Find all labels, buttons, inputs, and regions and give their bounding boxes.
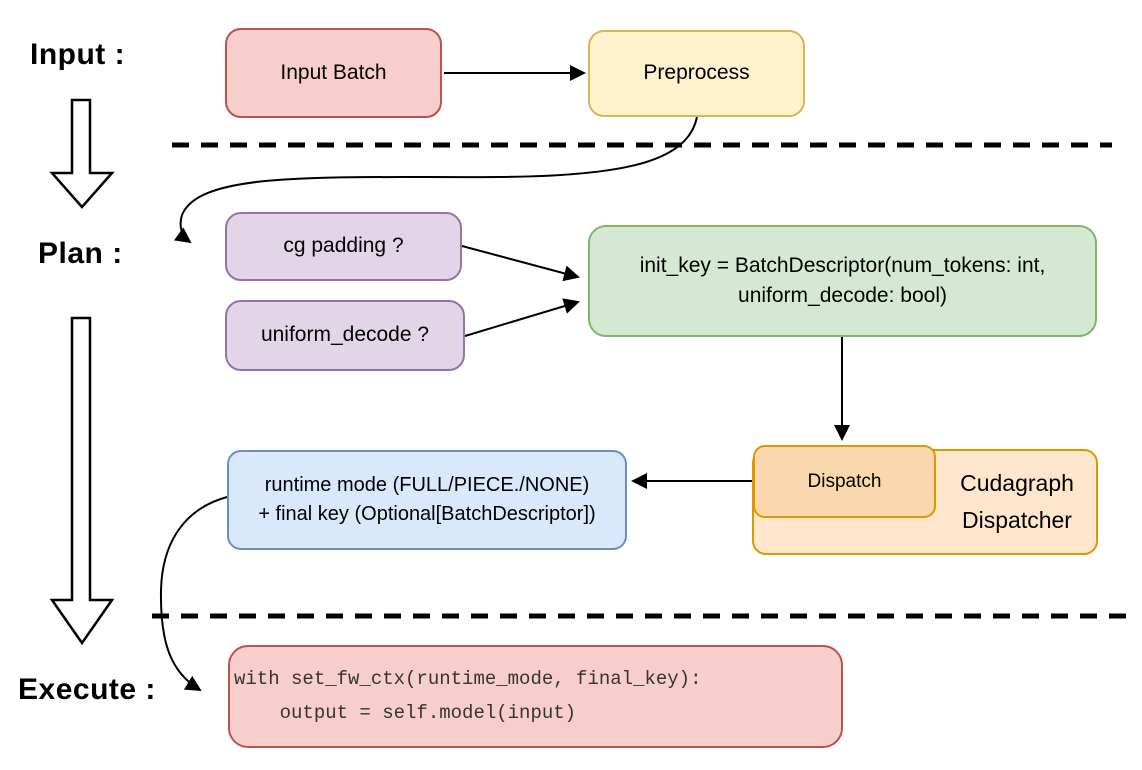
node-dispatch-label: Dispatch <box>807 470 882 492</box>
input-phase-arrow <box>49 98 115 209</box>
plan-phase-arrow <box>49 316 115 646</box>
node-init-key-line1: init_key = BatchDescriptor(num_tokens: i… <box>639 253 1046 277</box>
node-runtime-mode-line2: + final key (Optional[BatchDescriptor]) <box>258 503 596 525</box>
execute-code-line2: output = self.model(input) <box>234 701 577 724</box>
cudagraph-dispatcher-line2: Dispatcher <box>962 507 1072 533</box>
node-uniform-decode: uniform_decode ? <box>225 300 465 371</box>
node-preprocess: Preprocess <box>588 30 805 117</box>
node-runtime-mode: runtime mode (FULL/PIECE./NONE) + final … <box>227 450 627 550</box>
arrow-preprocess-cgpadding <box>173 116 698 244</box>
plan-phase-label: Plan : <box>38 237 123 270</box>
node-runtime-mode-line1: runtime mode (FULL/PIECE./NONE) <box>264 474 590 496</box>
arrow-uniformdecode-initkey <box>464 298 580 337</box>
node-input-batch-label: Input Batch <box>280 60 387 84</box>
node-dispatch: Dispatch <box>753 445 936 518</box>
node-cg-padding: cg padding ? <box>225 212 462 281</box>
execute-code-line1: with set_fw_ctx(runtime_mode, final_key)… <box>234 667 702 690</box>
node-execute-code: with set_fw_ctx(runtime_mode, final_key)… <box>228 645 843 748</box>
cudagraph-dispatcher-line1: Cudagraph <box>960 470 1074 497</box>
node-init-key-line2: uniform_decode: bool) <box>738 284 947 307</box>
node-uniform-decode-label: uniform_decode ? <box>260 323 430 347</box>
node-cg-padding-label: cg padding ? <box>283 234 404 258</box>
execute-phase-label: Execute : <box>18 673 156 706</box>
arrow-runtimemode-executecode <box>159 496 228 692</box>
node-preprocess-label: Preprocess <box>643 61 750 85</box>
cudagraph-dispatcher-caption: Cudagraph Dispatcher <box>938 451 1096 553</box>
node-input-batch: Input Batch <box>225 28 442 118</box>
arrow-cgpadding-initkey <box>461 245 580 282</box>
input-phase-label: Input : <box>30 38 126 71</box>
node-init-key: init_key = BatchDescriptor(num_tokens: i… <box>588 225 1097 337</box>
